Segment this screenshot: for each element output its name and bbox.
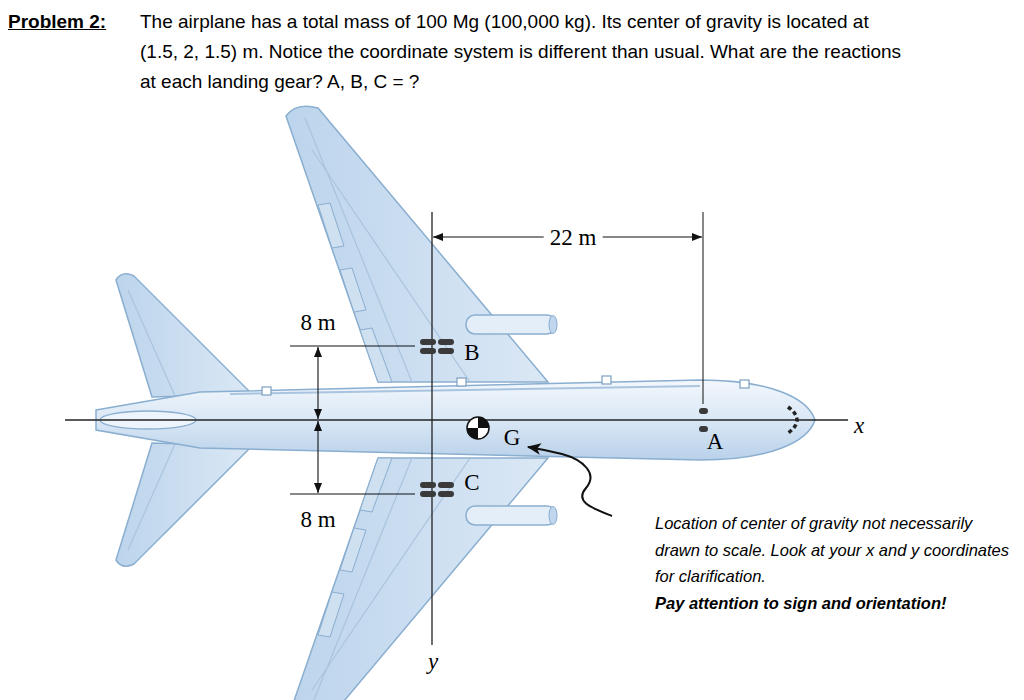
gear-label: A [707, 430, 724, 453]
door [740, 380, 749, 388]
problem-title: Problem 2: [8, 7, 106, 37]
wheel [699, 426, 708, 432]
point-label: G [504, 426, 521, 449]
dimension-line [317, 347, 318, 419]
dimension-label: 8 m [300, 311, 335, 334]
dimension-label: 22 m [544, 225, 603, 250]
wheel [438, 491, 454, 497]
wheel [438, 339, 454, 345]
axis-label: x [854, 414, 864, 437]
door [262, 387, 271, 395]
engine-inlet [549, 316, 557, 334]
wing-panel-line [305, 118, 470, 382]
door [457, 378, 466, 386]
cg-circle [467, 417, 489, 439]
extension-line [290, 346, 415, 347]
wheel [420, 491, 436, 497]
gear-label: B [464, 341, 479, 364]
door [602, 376, 611, 384]
landing-gear-c [420, 482, 454, 497]
note-emphasis: Pay attention to sign and orientation! [655, 590, 1017, 617]
extension-line [290, 494, 415, 495]
callout-note: Location of center of gravity not necess… [655, 510, 1017, 616]
dimension-label: 8 m [300, 508, 335, 531]
wheel [438, 348, 454, 354]
wing-flap [318, 203, 392, 382]
landing-gear-b [420, 339, 454, 354]
stabilizer [116, 274, 252, 397]
wing-half-mirror [116, 443, 557, 700]
engine-pod [466, 315, 556, 334]
wheel [420, 482, 436, 488]
leader-line [528, 447, 612, 516]
dimension-line [317, 421, 318, 493]
window-line [230, 386, 700, 394]
main-wing [286, 106, 548, 382]
note-text: Location of center of gravity not necess… [655, 510, 1017, 590]
problem-statement: The airplane has a total mass of 100 Mg … [140, 7, 910, 97]
center-of-gravity-symbol [467, 417, 489, 439]
doors [262, 376, 749, 395]
x-axis [65, 419, 848, 420]
axis-label: y [428, 650, 438, 673]
wheel [438, 482, 454, 488]
wheel [420, 348, 436, 354]
gear-label: C [464, 471, 479, 494]
wheel [420, 339, 436, 345]
stabilizer-panel-line [128, 290, 175, 396]
extension-line [703, 212, 704, 404]
cg-quadrants [467, 417, 489, 439]
landing-gear-a [699, 408, 708, 432]
wing-half [116, 106, 557, 397]
wheel [699, 408, 708, 414]
y-axis [431, 212, 432, 645]
